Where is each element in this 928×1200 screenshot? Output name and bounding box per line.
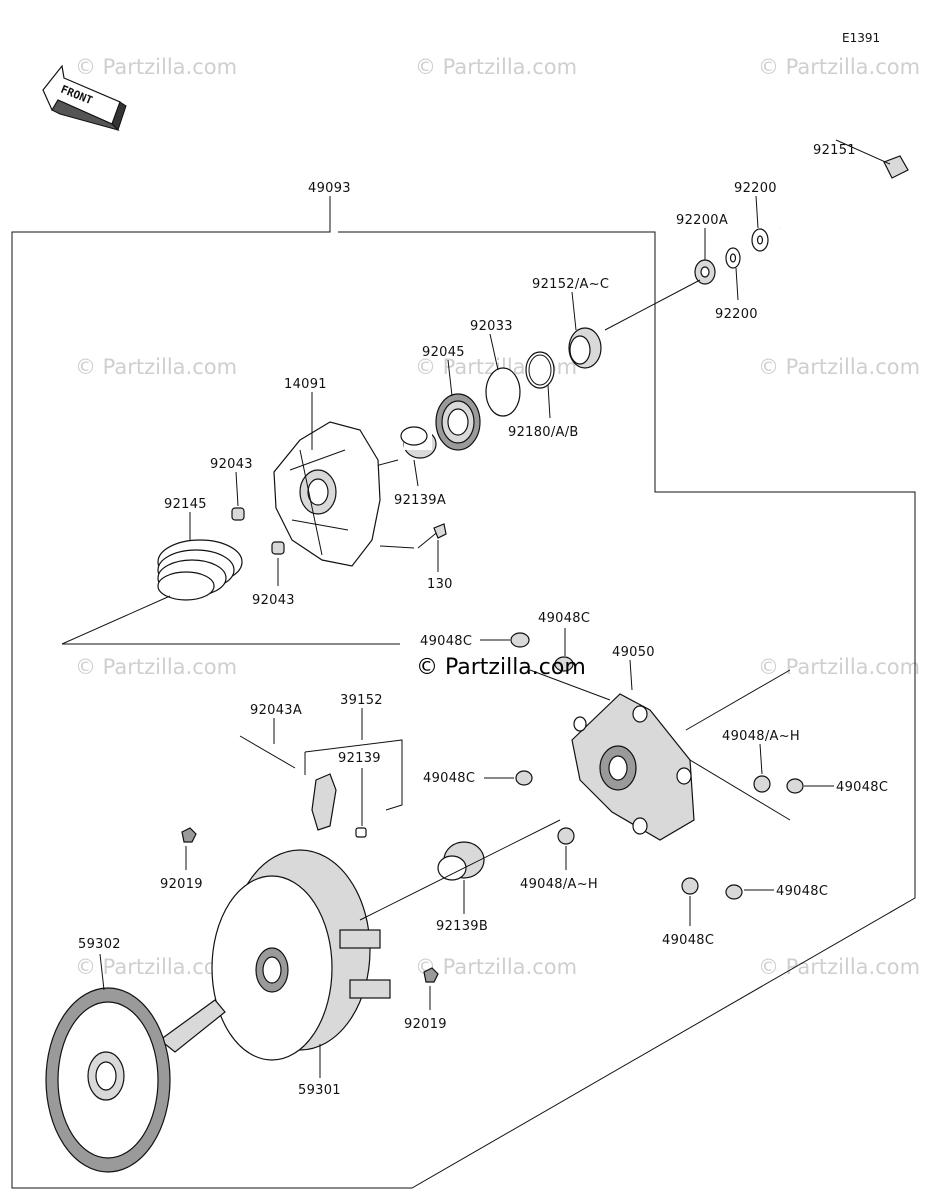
bearing-92045 xyxy=(435,393,481,451)
pin-92043 xyxy=(231,507,245,521)
watermark: © Partzilla.com xyxy=(415,55,577,79)
part-label: 92139 xyxy=(338,751,381,766)
center-watermark: © Partzilla.com xyxy=(416,655,586,680)
part-label: 92139A xyxy=(394,493,446,508)
bushing-92139B xyxy=(437,841,485,881)
part-label: 49048/A~H xyxy=(722,729,800,744)
housing-14091 xyxy=(273,421,381,567)
watermark: © Partzilla.com xyxy=(758,955,920,979)
roller-49048C xyxy=(510,632,530,648)
watermark: © Partzilla.com xyxy=(415,955,577,979)
part-label: 49048C xyxy=(420,634,472,649)
nut-92019 xyxy=(181,827,197,843)
spring-92145 xyxy=(157,539,243,601)
nut-92019 xyxy=(423,967,439,983)
part-label: 130 xyxy=(427,577,453,592)
part-label: 14091 xyxy=(284,377,327,392)
part-label: 92033 xyxy=(470,319,513,334)
leader-lines xyxy=(99,195,834,1078)
part-label: 59302 xyxy=(78,937,121,952)
part-label: 92043 xyxy=(210,457,253,472)
watermark: © Partzilla.com xyxy=(758,655,920,679)
part-label: 92019 xyxy=(160,877,203,892)
watermark: © Partzilla.com xyxy=(758,55,920,79)
oring-92180 xyxy=(525,351,555,389)
spider-49050 xyxy=(571,693,695,841)
watermark: © Partzilla.com xyxy=(75,55,237,79)
part-label: 92200 xyxy=(734,181,777,196)
roller-49048 xyxy=(753,775,771,793)
part-label: 92043 xyxy=(252,593,295,608)
roller-49048C xyxy=(786,778,804,794)
part-label: 92200A xyxy=(676,213,728,228)
watermark: © Partzilla.com xyxy=(75,355,237,379)
watermark-layer: © Partzilla.com © Partzilla.com © Partzi… xyxy=(75,55,920,979)
roller-49048 xyxy=(557,827,575,845)
snapring-92033 xyxy=(485,367,521,417)
part-label: 92145 xyxy=(164,497,207,512)
roller-49048C xyxy=(554,656,574,672)
part-label: 92151 xyxy=(813,143,856,158)
part-label: 92139B xyxy=(436,919,488,934)
part-label: 49048C xyxy=(423,771,475,786)
part-label: 49048C xyxy=(776,884,828,899)
ring-92152 xyxy=(568,327,602,369)
part-labels: 49093 92151 92200 92200A 92200 92152/A~C… xyxy=(78,143,888,1098)
part-label: 92152/A~C xyxy=(532,277,609,292)
part-label: 49048C xyxy=(662,933,714,948)
roller-49048C xyxy=(515,770,533,786)
nut-92200A xyxy=(694,259,716,285)
part-label: 92019 xyxy=(404,1017,447,1032)
bushing-92139A xyxy=(400,426,437,459)
part-label: 92180/A/B xyxy=(508,425,579,440)
weight-39152 xyxy=(311,773,367,838)
fixed-sheave-59302 xyxy=(45,987,226,1173)
part-label: 49048C xyxy=(836,780,888,795)
part-label: 92200 xyxy=(715,307,758,322)
roller-49048C xyxy=(725,884,743,900)
part-label: 92045 xyxy=(422,345,465,360)
assembly-outline xyxy=(11,200,916,1189)
bolt-130 xyxy=(417,523,447,549)
part-label: 49093 xyxy=(308,181,351,196)
part-label: 49050 xyxy=(612,645,655,660)
bolt-92151 xyxy=(779,139,909,230)
watermark: © Partzilla.com xyxy=(758,355,920,379)
watermark: © Partzilla.com xyxy=(75,655,237,679)
part-label: 39152 xyxy=(340,693,383,708)
part-label: 49048C xyxy=(538,611,590,626)
pin-92043 xyxy=(271,541,285,555)
front-arrow-icon: FRONT xyxy=(42,64,127,131)
part-label: 49048/A~H xyxy=(520,877,598,892)
part-label: 92043A xyxy=(250,703,302,718)
part-label: 59301 xyxy=(298,1083,341,1098)
sheave-59301 xyxy=(211,849,391,1061)
roller-49048C xyxy=(681,877,699,895)
diagram-code: E1391 xyxy=(842,31,880,45)
